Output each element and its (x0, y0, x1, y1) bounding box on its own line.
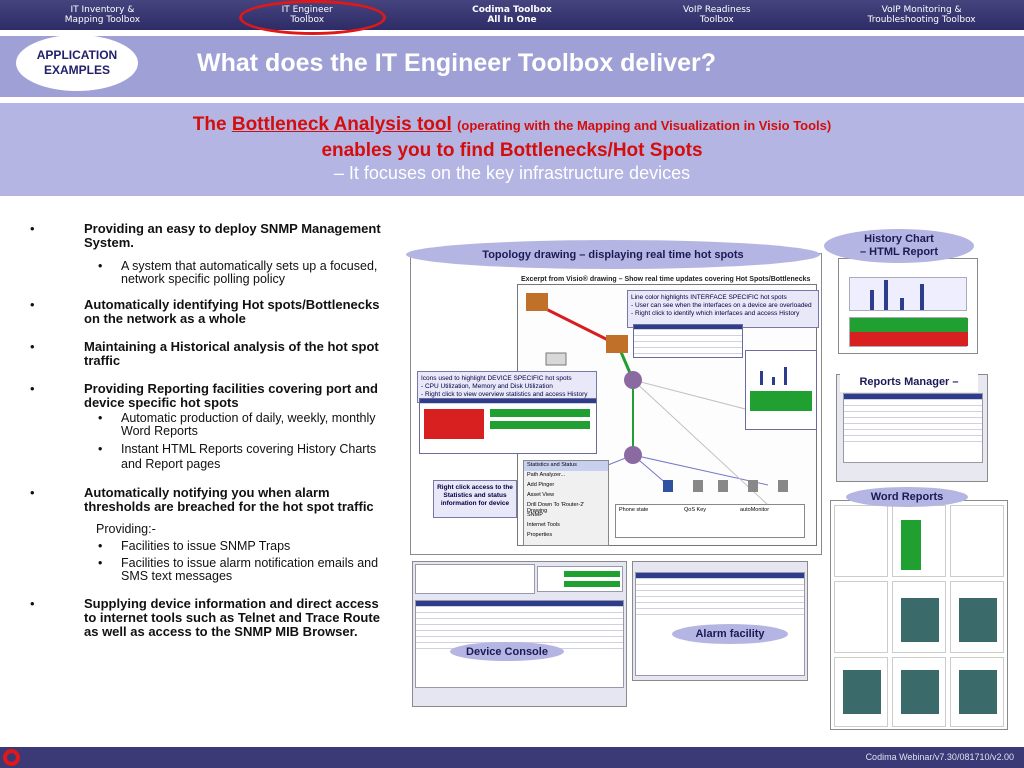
sub-bullet-item: Automatic production of daily, weekly, m… (30, 412, 392, 438)
menu-item[interactable]: Path Analyzer... (527, 472, 566, 478)
reports-manager-label: Reports Manager – (840, 372, 978, 392)
nav-tab-label: VoIP Readiness (682, 5, 751, 15)
nav-tab-label: Codima Toolbox (472, 5, 552, 15)
subtitle-line-1: The Bottleneck Analysis tool (operating … (0, 114, 1024, 136)
sub-bullet-item: Facilities to issue alarm notification e… (30, 557, 392, 583)
subtitle-prefix: The (192, 114, 232, 135)
top-navigation: IT Inventory & Mapping Toolbox IT Engine… (0, 0, 1024, 30)
bullet-item: Automatically notifying you when alarm t… (30, 486, 392, 514)
page-title: What does the IT Engineer Toolbox delive… (197, 49, 717, 77)
interface-stats-table (633, 324, 743, 358)
line-color-note: Line color highlights INTERFACE SPECIFIC… (627, 290, 819, 328)
providing-label: Providing:- (96, 522, 156, 536)
badge-line: EXAMPLES (43, 63, 110, 77)
subtitle-line-3: – It focuses on the key infrastructure d… (333, 163, 691, 183)
topology-screenshot: Excerpt from Visio® drawing – Show real … (410, 253, 822, 555)
subtitle-band (0, 103, 1024, 196)
nav-tab-all-in-one[interactable]: Codima Toolbox All In One (410, 0, 615, 30)
bullet-item: Maintaining a Historical analysis of the… (30, 340, 392, 368)
topology-label: Topology drawing – displaying real time … (406, 240, 820, 269)
bullet-item: Supplying device information and direct … (30, 597, 392, 639)
footer-bar (0, 747, 1024, 768)
excerpt-caption: Excerpt from Visio® drawing – Show real … (521, 276, 811, 283)
icons-note: Icons used to highlight DEVICE SPECIFIC … (417, 371, 597, 403)
legend-title: Phone state (619, 507, 649, 513)
word-reports-screenshot (830, 500, 1008, 730)
device-console-label: Device Console (450, 642, 564, 661)
reports-manager-screenshot (836, 374, 988, 482)
nav-tab-label: All In One (487, 15, 537, 25)
codima-logo-icon (3, 749, 20, 766)
nav-tab-voip-readiness[interactable]: VoIP Readiness Toolbox (614, 0, 819, 30)
menu-item[interactable]: Asset View (527, 492, 555, 498)
device-console-screenshot (412, 561, 627, 707)
nav-tab-label: Mapping Toolbox (64, 15, 141, 25)
legend-title: autoMonitor (740, 507, 770, 513)
context-menu: Statistics and Status Path Analyzer... A… (523, 460, 609, 546)
right-click-note: Right click access to the Statistics and… (433, 480, 517, 518)
menu-item[interactable]: Internet Tools (527, 522, 560, 528)
bullet-item: Automatically identifying Hot spots/Bott… (30, 298, 392, 326)
menu-item[interactable]: Add Pinger (527, 482, 555, 488)
menu-item[interactable]: Statistics and Status (524, 461, 608, 471)
nav-tab-voip-monitoring[interactable]: VoIP Monitoring & Troubleshooting Toolbo… (819, 0, 1024, 30)
history-label-line: History Chart (864, 233, 934, 245)
menu-item[interactable]: Properties (527, 532, 553, 538)
bullet-item: Providing an easy to deploy SNMP Managem… (30, 222, 392, 250)
history-label-line: – HTML Report (859, 246, 939, 258)
menu-item[interactable]: SNMP (527, 512, 543, 518)
history-chart-label: History Chart – HTML Report (824, 229, 974, 263)
menu-item[interactable]: Drill Down To 'Router-2' Drawing (527, 502, 585, 514)
subtitle-paren: (operating with the Mapping and Visualiz… (457, 118, 832, 133)
sub-bullet-item: Instant HTML Reports covering History Ch… (30, 442, 392, 472)
application-examples-badge: APPLICATION EXAMPLES (16, 35, 138, 91)
alarm-facility-label: Alarm facility (672, 624, 788, 644)
word-reports-label: Word Reports (846, 487, 968, 507)
nav-tab-label: Troubleshooting Toolbox (867, 15, 976, 25)
feature-bullets: Providing an easy to deploy SNMP Managem… (30, 222, 392, 653)
title-band (0, 36, 1024, 97)
nav-tab-it-inventory[interactable]: IT Inventory & Mapping Toolbox (0, 0, 205, 30)
footer-text: Codima Webinar/v7.30/081710/v2.00 (865, 752, 1014, 762)
legend-panel: Phone state QoS Key autoMonitor (615, 504, 805, 538)
bottleneck-tool-link[interactable]: Bottleneck Analysis tool (231, 114, 452, 135)
alarm-facility-screenshot (632, 561, 808, 681)
nav-tab-label: Toolbox (699, 15, 734, 25)
current-tab-highlight-ring (239, 0, 386, 35)
sub-bullet-item: A system that automatically sets up a fo… (30, 260, 392, 286)
nav-tab-label: IT Inventory & (70, 5, 135, 15)
nav-tab-label: VoIP Monitoring & (881, 5, 962, 15)
subtitle-line-2: enables you to find Bottlenecks/Hot Spot… (321, 140, 703, 161)
bullet-item: Providing Reporting facilities covering … (30, 382, 392, 410)
history-popup (745, 350, 817, 430)
legend-title: QoS Key (684, 507, 707, 513)
sub-bullet-item: Facilities to issue SNMP Traps (30, 540, 392, 554)
history-chart-screenshot (838, 258, 978, 354)
device-stats-panel (419, 398, 597, 454)
badge-line: APPLICATION (36, 48, 118, 62)
